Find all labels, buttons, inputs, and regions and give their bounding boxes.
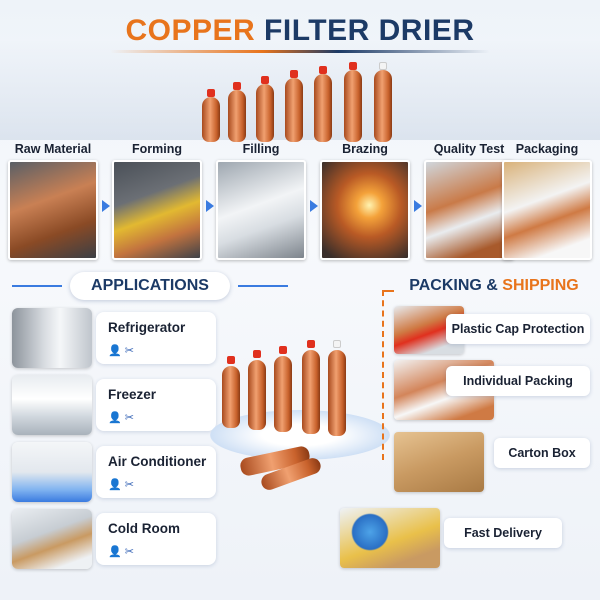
packing-label: Individual Packing: [446, 366, 590, 396]
packing-item-individual: Individual Packing: [394, 360, 590, 420]
drier-product: [302, 350, 320, 434]
page-title: COPPER FILTER DRIER: [0, 14, 600, 48]
drier-product: [274, 356, 292, 432]
dashed-connector: [382, 290, 384, 460]
title-underline: [110, 50, 490, 53]
flow-arrow-icon: [310, 200, 318, 212]
packing-item-carton-box: Carton Box: [394, 432, 590, 492]
drier-product-4: [285, 78, 303, 142]
drier-product-7: [374, 70, 392, 142]
drier-product: [248, 360, 266, 430]
application-name: Refrigerator: [108, 320, 186, 335]
packing-label: Carton Box: [494, 438, 590, 468]
red-cap-icon: [253, 350, 261, 358]
production-process-strip: Raw Material Forming Filling Brazing Qua…: [8, 140, 592, 265]
process-step-label: Packaging: [515, 142, 579, 156]
center-product-display: [200, 330, 390, 493]
red-cap-icon: [319, 66, 327, 74]
dashed-connector: [382, 290, 394, 292]
drier-product-6: [344, 70, 362, 142]
process-step-packaging: Packaging: [502, 140, 592, 265]
delivery-globe-truck-photo: [340, 508, 440, 568]
quality-test-photo: [424, 160, 514, 260]
application-card: Cold Room 👤 ✂: [96, 513, 216, 565]
process-step-label: Raw Material: [14, 142, 92, 156]
drier-product: [222, 366, 240, 428]
title-word-filter-drier: FILTER DRIER: [264, 14, 475, 47]
process-step-brazing: Brazing: [320, 140, 410, 265]
red-cap-icon: [207, 89, 215, 97]
process-step-label: Quality Test: [433, 142, 505, 156]
white-cap-icon: [333, 340, 341, 348]
brazing-photo: [320, 160, 410, 260]
red-cap-icon: [261, 76, 269, 84]
application-name: Freezer: [108, 387, 157, 402]
raw-material-photo: [8, 160, 98, 260]
air-conditioner-photo: [12, 442, 92, 502]
packing-label: Plastic Cap Protection: [446, 314, 590, 344]
red-cap-icon: [307, 340, 315, 348]
application-item-cold-room: Cold Room 👤 ✂: [12, 509, 217, 569]
process-step-quality-test: Quality Test: [424, 140, 514, 265]
process-step-label: Forming: [132, 142, 182, 156]
application-card: Air Conditioner 👤 ✂: [96, 446, 216, 498]
flow-arrow-icon: [414, 200, 422, 212]
applications-heading: APPLICATIONS: [12, 272, 288, 300]
cold-room-photo: [12, 509, 92, 569]
flow-arrow-icon: [102, 200, 110, 212]
carton-box-photo: [394, 432, 484, 492]
red-cap-icon: [227, 356, 235, 364]
process-step-label: Filling: [242, 142, 280, 156]
packing-heading-part2: SHIPPING: [502, 277, 579, 294]
red-cap-icon: [349, 62, 357, 70]
title-word-copper: COPPER: [125, 14, 256, 47]
user-tools-icon: 👤 ✂: [108, 412, 134, 424]
packing-item-fast-delivery: Fast Delivery: [340, 508, 590, 578]
application-name: Air Conditioner: [108, 454, 207, 469]
application-card: Freezer 👤 ✂: [96, 379, 216, 431]
white-cap-icon: [379, 62, 387, 70]
application-item-freezer: Freezer 👤 ✂: [12, 375, 217, 435]
red-cap-icon: [279, 346, 287, 354]
application-name: Cold Room: [108, 521, 180, 536]
red-cap-icon: [233, 82, 241, 90]
red-cap-icon: [290, 70, 298, 78]
forming-photo: [112, 160, 202, 260]
packing-label: Fast Delivery: [444, 518, 562, 548]
flow-arrow-icon: [206, 200, 214, 212]
process-step-raw-material: Raw Material: [8, 140, 98, 265]
drier-product-2: [228, 90, 246, 142]
packing-item-plastic-cap: Plastic Cap Protection: [394, 306, 590, 354]
user-tools-icon: 👤 ✂: [108, 546, 134, 558]
process-step-label: Brazing: [342, 142, 388, 156]
drier-product-1: [202, 97, 220, 142]
application-card: Refrigerator 👤 ✂: [96, 312, 216, 364]
application-item-refrigerator: Refrigerator 👤 ✂: [12, 308, 217, 368]
freezer-photo: [12, 375, 92, 435]
process-step-filling: Filling: [216, 140, 306, 265]
packaging-photo: [502, 160, 592, 260]
drier-product-3: [256, 84, 274, 142]
drier-product-5: [314, 74, 332, 142]
user-tools-icon: 👤 ✂: [108, 479, 134, 491]
drier-product: [328, 350, 346, 436]
process-step-forming: Forming: [112, 140, 202, 265]
refrigerator-photo: [12, 308, 92, 368]
packing-shipping-heading: PACKING & SHIPPING: [396, 272, 592, 300]
application-item-air-conditioner: Air Conditioner 👤 ✂: [12, 442, 217, 502]
filling-photo: [216, 160, 306, 260]
packing-heading-part1: PACKING &: [409, 277, 498, 294]
hero-drier-lineup: [200, 62, 400, 142]
user-tools-icon: 👤 ✂: [108, 345, 134, 357]
